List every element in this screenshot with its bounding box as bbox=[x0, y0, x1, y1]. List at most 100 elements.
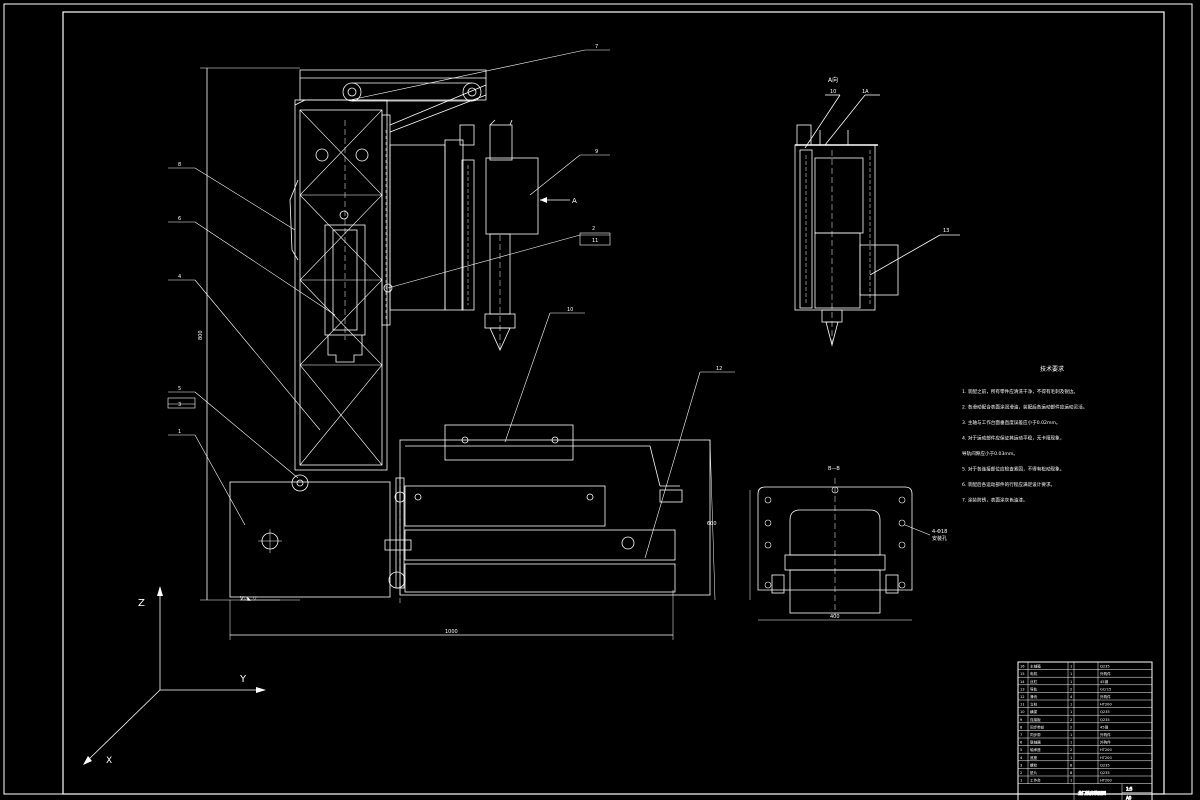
title-block-cell: 1 bbox=[1070, 680, 1072, 684]
title-block-cell: 8 bbox=[1070, 771, 1073, 775]
title-block-cell: 7 bbox=[1020, 733, 1022, 737]
main-view: 800 bbox=[167, 44, 735, 640]
view-a-label-2: 1A bbox=[862, 89, 869, 95]
tech-lines: 1. 装配之前，所有零件应清洗干净，不得有毛刺及锐边。 2. 各滑动配合表面涂润滑… bbox=[962, 388, 1087, 504]
tech-line: 4. 对于运动部件应保证其运动平稳，无卡阻现象， bbox=[962, 435, 1064, 442]
title-block-cell: 45钢 bbox=[1100, 724, 1109, 729]
tech-line: 3. 主轴与工作台面垂直度误差应小于0.02mm。 bbox=[962, 419, 1061, 426]
title-block-cell: 13 bbox=[1020, 687, 1025, 691]
title-block-cell: Q235 bbox=[1100, 771, 1110, 775]
section-dim-w: 400 bbox=[830, 614, 840, 620]
title-block-cell: 8 bbox=[1070, 763, 1073, 767]
drawing-sheet: A0 bbox=[1126, 796, 1132, 800]
title-block-cell: 横梁 bbox=[1030, 709, 1038, 714]
title-block-cell: 9 bbox=[1020, 718, 1023, 722]
title-block-cell: 2 bbox=[1020, 771, 1022, 775]
section-note-line: 4-Φ18 bbox=[932, 529, 947, 535]
coordinate-axes: Z Y X bbox=[83, 586, 266, 766]
arrow-label-a: A bbox=[572, 197, 577, 205]
title-block-cell: 4 bbox=[1070, 695, 1073, 699]
title-block-cell: 12 bbox=[1020, 695, 1025, 699]
title-block-cell: 10 bbox=[1020, 710, 1025, 714]
axis-z-label: Z bbox=[138, 598, 145, 609]
inner-frame bbox=[62, 11, 1165, 795]
title-block-cell: HT200 bbox=[1100, 779, 1112, 783]
title-block-cell: 1 bbox=[1070, 710, 1072, 714]
title-block-cell: 1 bbox=[1020, 779, 1022, 783]
title-block-cell: 3 bbox=[1020, 763, 1022, 767]
leader-label-9: 9 bbox=[595, 149, 598, 155]
section-note-line: 安装孔 bbox=[932, 535, 947, 542]
title-block-cell: 1 bbox=[1070, 741, 1072, 745]
title-block-cell: 外购件 bbox=[1100, 694, 1111, 699]
leader-label-1: 1 bbox=[178, 429, 181, 435]
title-block-cell: 外购件 bbox=[1100, 671, 1111, 676]
title-block-cell: 6 bbox=[1020, 741, 1023, 745]
title-block-cell: 外购件 bbox=[1100, 732, 1111, 737]
title-block-cell: 工作台 bbox=[1030, 778, 1041, 783]
axis-x-label: X bbox=[106, 756, 112, 766]
section-title: B—B bbox=[828, 466, 840, 472]
title-block-cell: HT200 bbox=[1100, 756, 1112, 760]
view-a-label-1: 10 bbox=[830, 89, 836, 95]
title-block-cell: 外购件 bbox=[1100, 740, 1111, 745]
dim-height: 800 bbox=[198, 330, 204, 340]
title-block-cell: 4 bbox=[1020, 756, 1023, 760]
title-block-cell: 45钢 bbox=[1100, 679, 1109, 684]
leader-label-2: 2 bbox=[592, 226, 595, 232]
title-block-cell: 2 bbox=[1070, 687, 1072, 691]
title-block-cell: 2 bbox=[1070, 725, 1072, 729]
title-block-cell: 丝杠 bbox=[1030, 679, 1038, 684]
title-block-cell: 螺栓 bbox=[1030, 762, 1038, 767]
tech-line: 2. 各滑动配合表面涂润滑油，装配后各运动部件应运动灵活。 bbox=[962, 404, 1087, 411]
title-block-cell: 1 bbox=[1070, 756, 1072, 760]
title-block-cell: 1 bbox=[1070, 779, 1072, 783]
svg-text:V▽◣ ▽: V▽◣ ▽ bbox=[240, 596, 257, 602]
title-block-cell: 2 bbox=[1070, 718, 1072, 722]
title-block-cell: 轴承座 bbox=[1030, 747, 1041, 752]
title-block-cell: 主轴箱 bbox=[1030, 664, 1041, 669]
leader-label-8: 8 bbox=[178, 162, 181, 168]
title-block-cell: 1 bbox=[1070, 665, 1072, 669]
title-block-cell: 立柱 bbox=[1030, 702, 1038, 707]
tech-line: 7. 涂装防锈，表面涂灰色油漆。 bbox=[962, 497, 1028, 504]
leader-label-11: 11 bbox=[592, 238, 598, 244]
title-block-cell: 同步带轮 bbox=[1030, 724, 1045, 729]
title-block-cell: 5 bbox=[1020, 748, 1022, 752]
tech-title: 技术要求 bbox=[1040, 365, 1064, 373]
leader-label-6: 6 bbox=[178, 216, 181, 222]
view-a: A向 10 1A 13 bbox=[794, 76, 960, 347]
title-block-cell: Q235 bbox=[1100, 665, 1110, 669]
tech-line: 1. 装配之前，所有零件应清洗干净，不得有毛刺及锐边。 bbox=[962, 388, 1078, 395]
leader-label-10: 10 bbox=[567, 307, 573, 313]
view-a-title: A向 bbox=[828, 76, 838, 84]
title-block-cell: 2 bbox=[1070, 748, 1072, 752]
title-block-cell: 电机 bbox=[1030, 671, 1038, 676]
title-block-cell: 垫片 bbox=[1030, 770, 1038, 775]
title-block-cell: 15 bbox=[1020, 672, 1025, 676]
title-block-cell: 底座 bbox=[1030, 755, 1038, 760]
leader-label-top: 7 bbox=[595, 44, 598, 50]
title-block-cell: HT200 bbox=[1100, 703, 1112, 707]
leader-label-3: 3 bbox=[178, 402, 181, 408]
drawing-name: 龙门铣床装配图 bbox=[1078, 790, 1106, 796]
leader-label-12: 12 bbox=[716, 366, 722, 372]
title-block-cell: 同步带 bbox=[1030, 732, 1041, 737]
leader-label-5: 5 bbox=[178, 386, 181, 392]
title-block-cell: 14 bbox=[1020, 680, 1025, 684]
tech-line: 6. 装配后各运动部件的行程应满足设计要求。 bbox=[962, 481, 1055, 488]
title-block-cell: 联轴器 bbox=[1030, 740, 1041, 745]
title-block-cell: 1 bbox=[1070, 672, 1072, 676]
dim-base: 600 bbox=[707, 521, 717, 527]
title-block-cell: Q235 bbox=[1100, 718, 1110, 722]
title-block-cell: Q235 bbox=[1100, 763, 1110, 767]
title-block-cell: HT200 bbox=[1100, 748, 1112, 752]
title-block-cell: 16 bbox=[1020, 665, 1025, 669]
title-block-cell: 滑块 bbox=[1030, 694, 1038, 699]
title-block-cell: 连接板 bbox=[1030, 717, 1041, 722]
outer-frame bbox=[3, 3, 1193, 795]
leader-label-4: 4 bbox=[178, 274, 181, 280]
